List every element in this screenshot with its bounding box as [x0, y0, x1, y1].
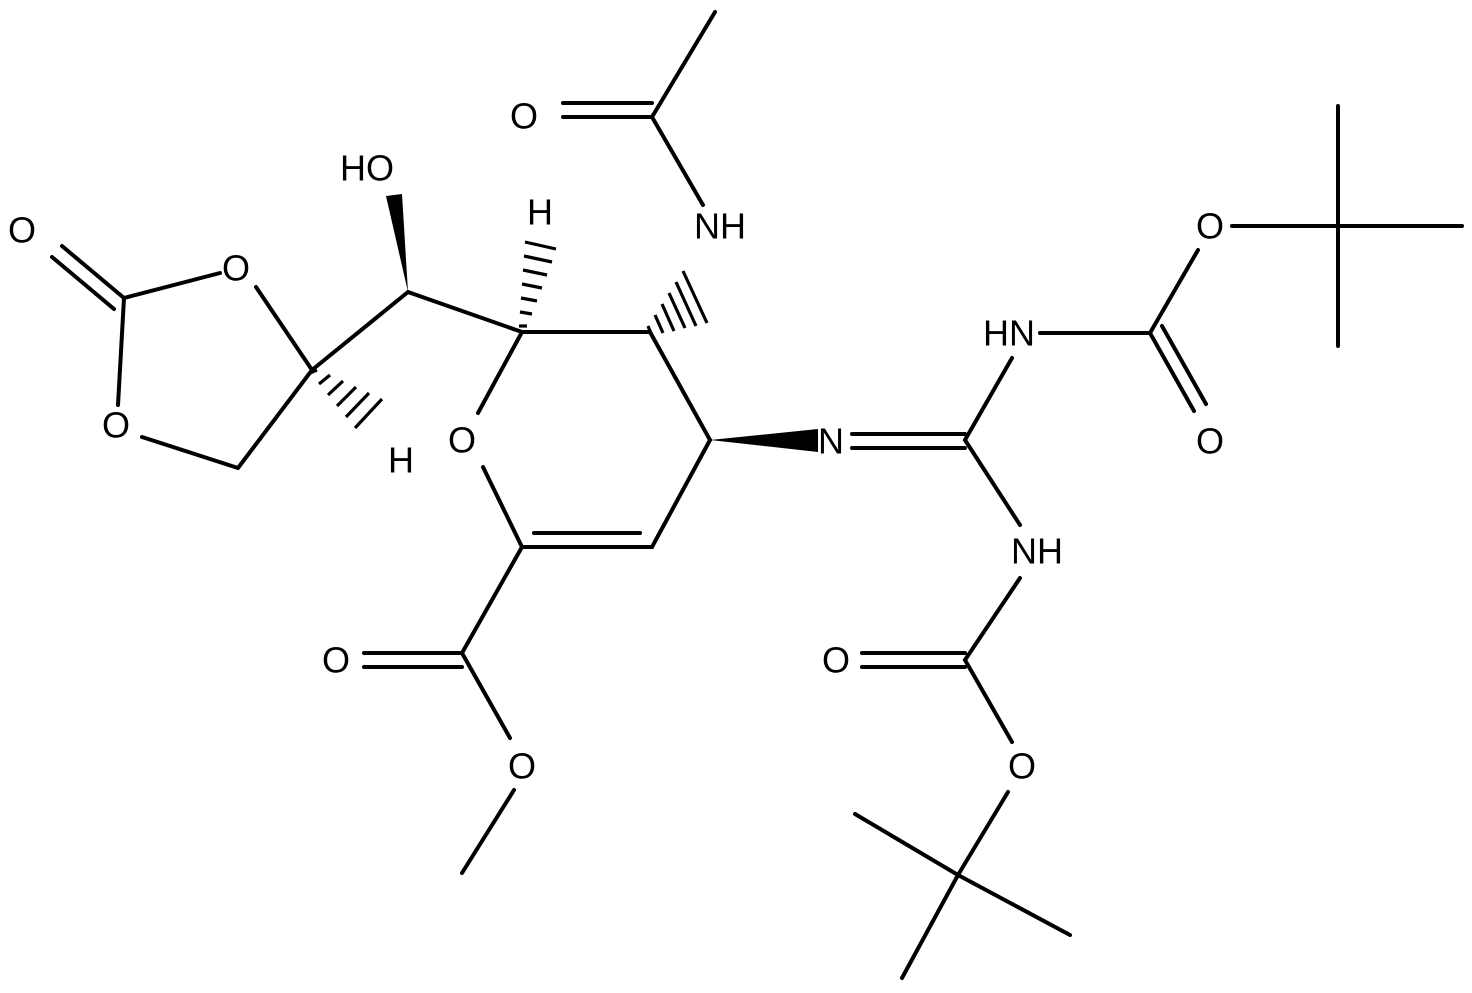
- atom-carbonate-exo-o: O: [8, 210, 36, 251]
- atom-guanidine-n: N: [818, 421, 844, 462]
- bond-choh-c4d: [310, 290, 410, 372]
- atom-ester-o-ether: O: [508, 746, 536, 787]
- atom-h-dioxolane: H: [388, 440, 414, 481]
- atom-acetyl-o: O: [510, 96, 538, 137]
- bond-c2-exo-o-b: [50, 255, 116, 311]
- hash-bond-c5-nh: [646, 270, 709, 337]
- atom-boc-o-ether-lower: O: [1008, 746, 1036, 787]
- bond-c-nh-lower: [963, 438, 1022, 527]
- atom-carbonate-ring-o-lower: O: [102, 405, 130, 446]
- bond-o-c6: [476, 330, 524, 415]
- wedge-choh-oh: [386, 194, 408, 292]
- bond-boc-c-o-ether-upper: [1148, 248, 1200, 335]
- atom-boc-nh-upper: HN: [983, 313, 1035, 354]
- bond-c2-o: [481, 465, 524, 549]
- atom-pyran-o: O: [448, 420, 476, 461]
- side-chain: HO: [310, 148, 524, 372]
- bond-c4-c3: [650, 438, 712, 549]
- atom-hydroxyl: HO: [340, 148, 394, 189]
- bond-boc-o-tbu-lower: [956, 790, 1010, 877]
- bond-c4d-o3: [254, 285, 314, 372]
- atom-h-c6: H: [527, 192, 553, 233]
- dioxolanone-ring: O O O: [8, 210, 314, 470]
- bond-boc-c-o-ether-lower: [963, 658, 1014, 744]
- bond-nh-boc-c-lower: [963, 576, 1022, 662]
- boc-group-lower: O O: [822, 576, 1072, 980]
- bond-c6-choh: [406, 290, 524, 334]
- bond-o1-ch2: [140, 435, 240, 470]
- bond-acetyl-to-nh: [650, 115, 705, 207]
- atom-boc-o-carbonyl-upper: O: [1196, 421, 1224, 462]
- bond-acetyl-methyl: [650, 10, 717, 119]
- bond-ester-o-methyl: [460, 788, 516, 875]
- dihydropyran-ring: O: [448, 330, 712, 549]
- bond-c2-ester-c: [460, 545, 524, 655]
- atom-boc-o-ether-upper: O: [1196, 206, 1224, 247]
- atom-boc-o-carbonyl-lower: O: [822, 640, 850, 681]
- bond-c5-c4: [648, 330, 712, 442]
- guanidine-core: N HN NH: [818, 313, 1063, 572]
- hash-bond-dioxolane-h: [309, 368, 384, 430]
- atom-carbonate-ring-o-upper: O: [222, 248, 250, 289]
- boc-group-upper: O O: [1038, 104, 1464, 462]
- methyl-ester: O O: [322, 545, 536, 875]
- bond-ch2-c4d: [236, 368, 314, 470]
- bond-tbu-lower-south: [900, 873, 960, 980]
- acetamido-group: O NH: [510, 10, 746, 247]
- bond-c-nh-upper: [963, 356, 1014, 442]
- bond-tbu-lower-west: [853, 812, 960, 877]
- bond-tbu-lower-east: [956, 873, 1072, 937]
- hash-bond-c6-h: [519, 240, 557, 328]
- bond-ester-c-o: [460, 651, 512, 740]
- bond-o3-c2: [122, 271, 222, 300]
- atom-acetamido-nh: NH: [694, 206, 746, 247]
- bond-c2-exo-o-a: [60, 244, 126, 300]
- bond-c2-o1: [116, 296, 126, 407]
- atom-boc-nh-lower: NH: [1011, 531, 1063, 572]
- bond-boc-c-o-carbonyl-upper-b: [1160, 324, 1208, 406]
- bond-boc-c-o-carbonyl-upper-a: [1148, 331, 1196, 413]
- wedge-c4-n: [710, 429, 818, 452]
- atom-ester-o-carbonyl: O: [322, 640, 350, 681]
